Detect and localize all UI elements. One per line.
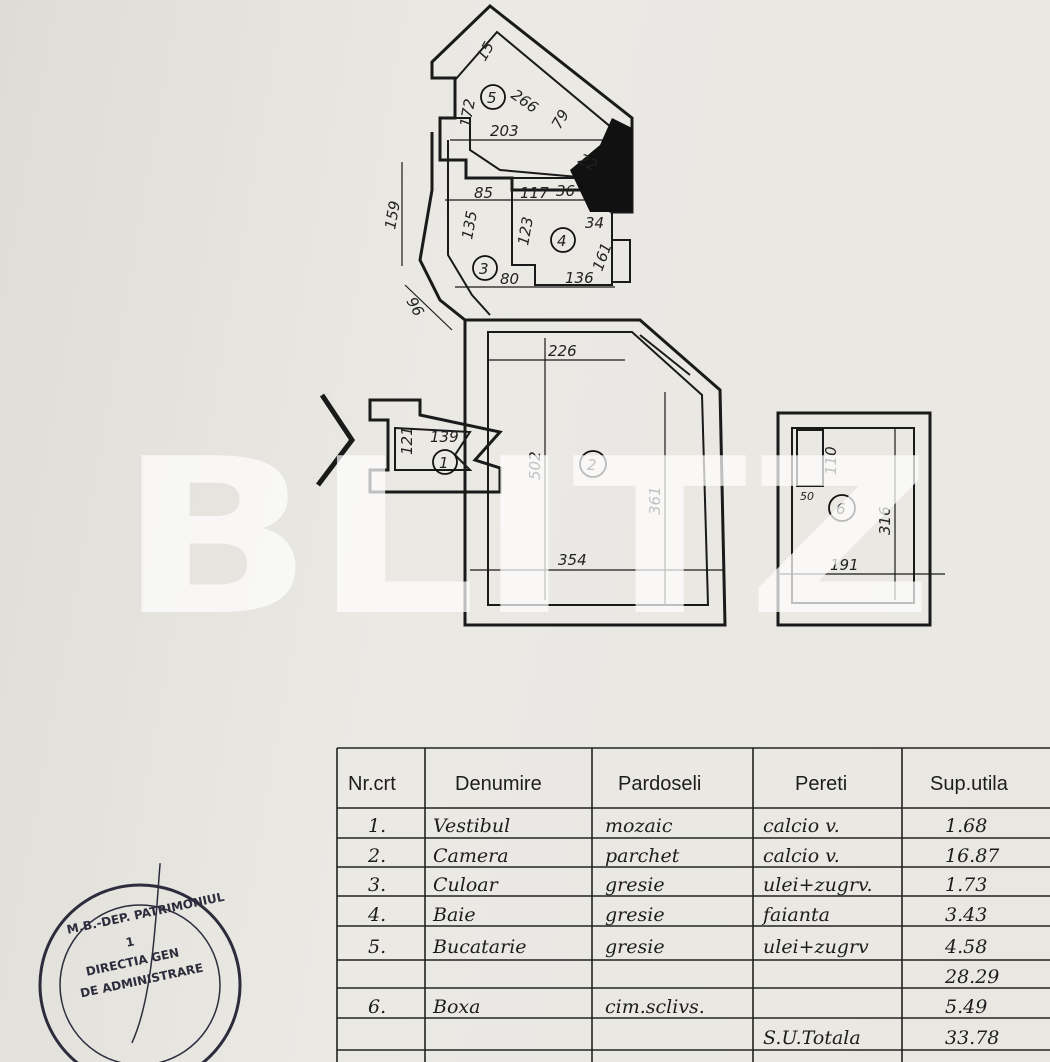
dim-label: 354 <box>558 551 587 569</box>
table-cell: 6. <box>368 996 386 1018</box>
room-number: 3 <box>479 260 489 278</box>
dim-label: 316 <box>876 506 894 535</box>
dim-label: 50 <box>800 490 814 503</box>
dim-label: 15 <box>473 38 498 64</box>
room-labels: 5 4 3 2 1 6 <box>432 84 856 522</box>
table-cell: mozaic <box>605 815 673 837</box>
dim-label: 172 <box>456 97 479 128</box>
table-cell: 5.49 <box>945 996 987 1018</box>
dim-label: 80 <box>500 270 519 288</box>
dim-label: 191 <box>830 556 859 574</box>
table-cell: 3. <box>368 874 386 896</box>
watermark: BLITZ <box>118 412 933 663</box>
room-number: 1 <box>439 454 449 472</box>
dimension-labels: 15 172 266 203 79 22 159 85 117 36 135 1… <box>381 38 894 574</box>
table-cell: Camera <box>433 845 509 867</box>
dim-label: 203 <box>490 122 519 140</box>
table-rows: 1. Vestibul mozaic calcio v. 1.68 2. Camera par… <box>367 815 1000 1049</box>
dim-label: 226 <box>548 342 577 360</box>
column-header: Pardoseli <box>618 773 701 795</box>
area-table <box>336 747 1050 1062</box>
table-cell: 1. <box>368 815 386 837</box>
dim-label: 361 <box>646 486 664 515</box>
table-cell: cim.sclivs. <box>605 996 705 1018</box>
room-number: 6 <box>836 500 846 518</box>
official-stamp: M.B.-DEP. PATRIMONIUL 1 DIRECTIA GEN DE … <box>38 863 242 1062</box>
table-cell: 28.29 <box>944 966 999 988</box>
column-header: Nr.crt <box>348 773 396 795</box>
column-header: Pereti <box>795 773 847 795</box>
dim-label: 117 <box>520 184 549 202</box>
dim-label: 85 <box>474 184 493 202</box>
table-cell: Baie <box>432 904 476 926</box>
table-cell: 2. <box>367 845 386 867</box>
table-cell: calcio v. <box>763 845 840 867</box>
table-cell: 1.68 <box>945 815 987 837</box>
dim-label: 266 <box>508 86 542 117</box>
table-cell: ulei+zugrv. <box>763 874 873 896</box>
table-cell: Boxa <box>432 996 480 1018</box>
table-cell: parchet <box>605 845 680 867</box>
table-cell: 33.78 <box>945 1027 999 1049</box>
table-cell: 1.73 <box>945 874 987 896</box>
stamp-text: M.B.-DEP. PATRIMONIUL <box>66 890 226 937</box>
walls <box>316 4 945 627</box>
dim-label: 502 <box>526 451 544 480</box>
dim-label: 36 <box>556 182 575 200</box>
table-cell: 16.87 <box>945 845 1000 867</box>
table-cell: gresie <box>605 874 665 896</box>
room-number: 4 <box>557 232 567 250</box>
dim-label: 159 <box>381 199 404 230</box>
dim-label: 135 <box>458 209 481 240</box>
chimney-block <box>570 118 632 212</box>
table-cell: S.U.Totala <box>763 1027 861 1049</box>
dim-label: 123 <box>514 215 537 246</box>
table-cell: gresie <box>605 936 665 958</box>
table-cell: calcio v. <box>763 815 840 837</box>
dim-label: 96 <box>403 293 428 319</box>
table-cell: Vestibul <box>433 815 510 837</box>
dim-label: 139 <box>430 428 459 446</box>
room-number: 2 <box>587 456 597 474</box>
table-cell: gresie <box>605 904 665 926</box>
table-cell: ulei+zugrv <box>763 936 869 958</box>
table-cell: Culoar <box>433 874 500 896</box>
column-header: Denumire <box>455 773 542 795</box>
table-cell: 5. <box>368 936 386 958</box>
dim-label: 121 <box>398 426 416 455</box>
table-cell: Bucatarie <box>432 936 527 958</box>
stamp-text: 1 <box>125 934 136 949</box>
dim-label: 136 <box>565 269 594 287</box>
table-header: Nr.crt Denumire Pardoseli Pereti Sup.uti… <box>348 773 1009 795</box>
table-cell: 4. <box>367 904 386 926</box>
table-cell: 3.43 <box>945 904 987 926</box>
dim-label: 34 <box>585 214 604 232</box>
table-cell: faianta <box>761 904 830 926</box>
column-header: Sup.utila <box>930 773 1009 795</box>
table-cell: 4.58 <box>944 936 987 958</box>
dim-label: 110 <box>822 446 840 475</box>
room-number: 5 <box>487 89 497 107</box>
dim-label: 79 <box>548 106 573 132</box>
